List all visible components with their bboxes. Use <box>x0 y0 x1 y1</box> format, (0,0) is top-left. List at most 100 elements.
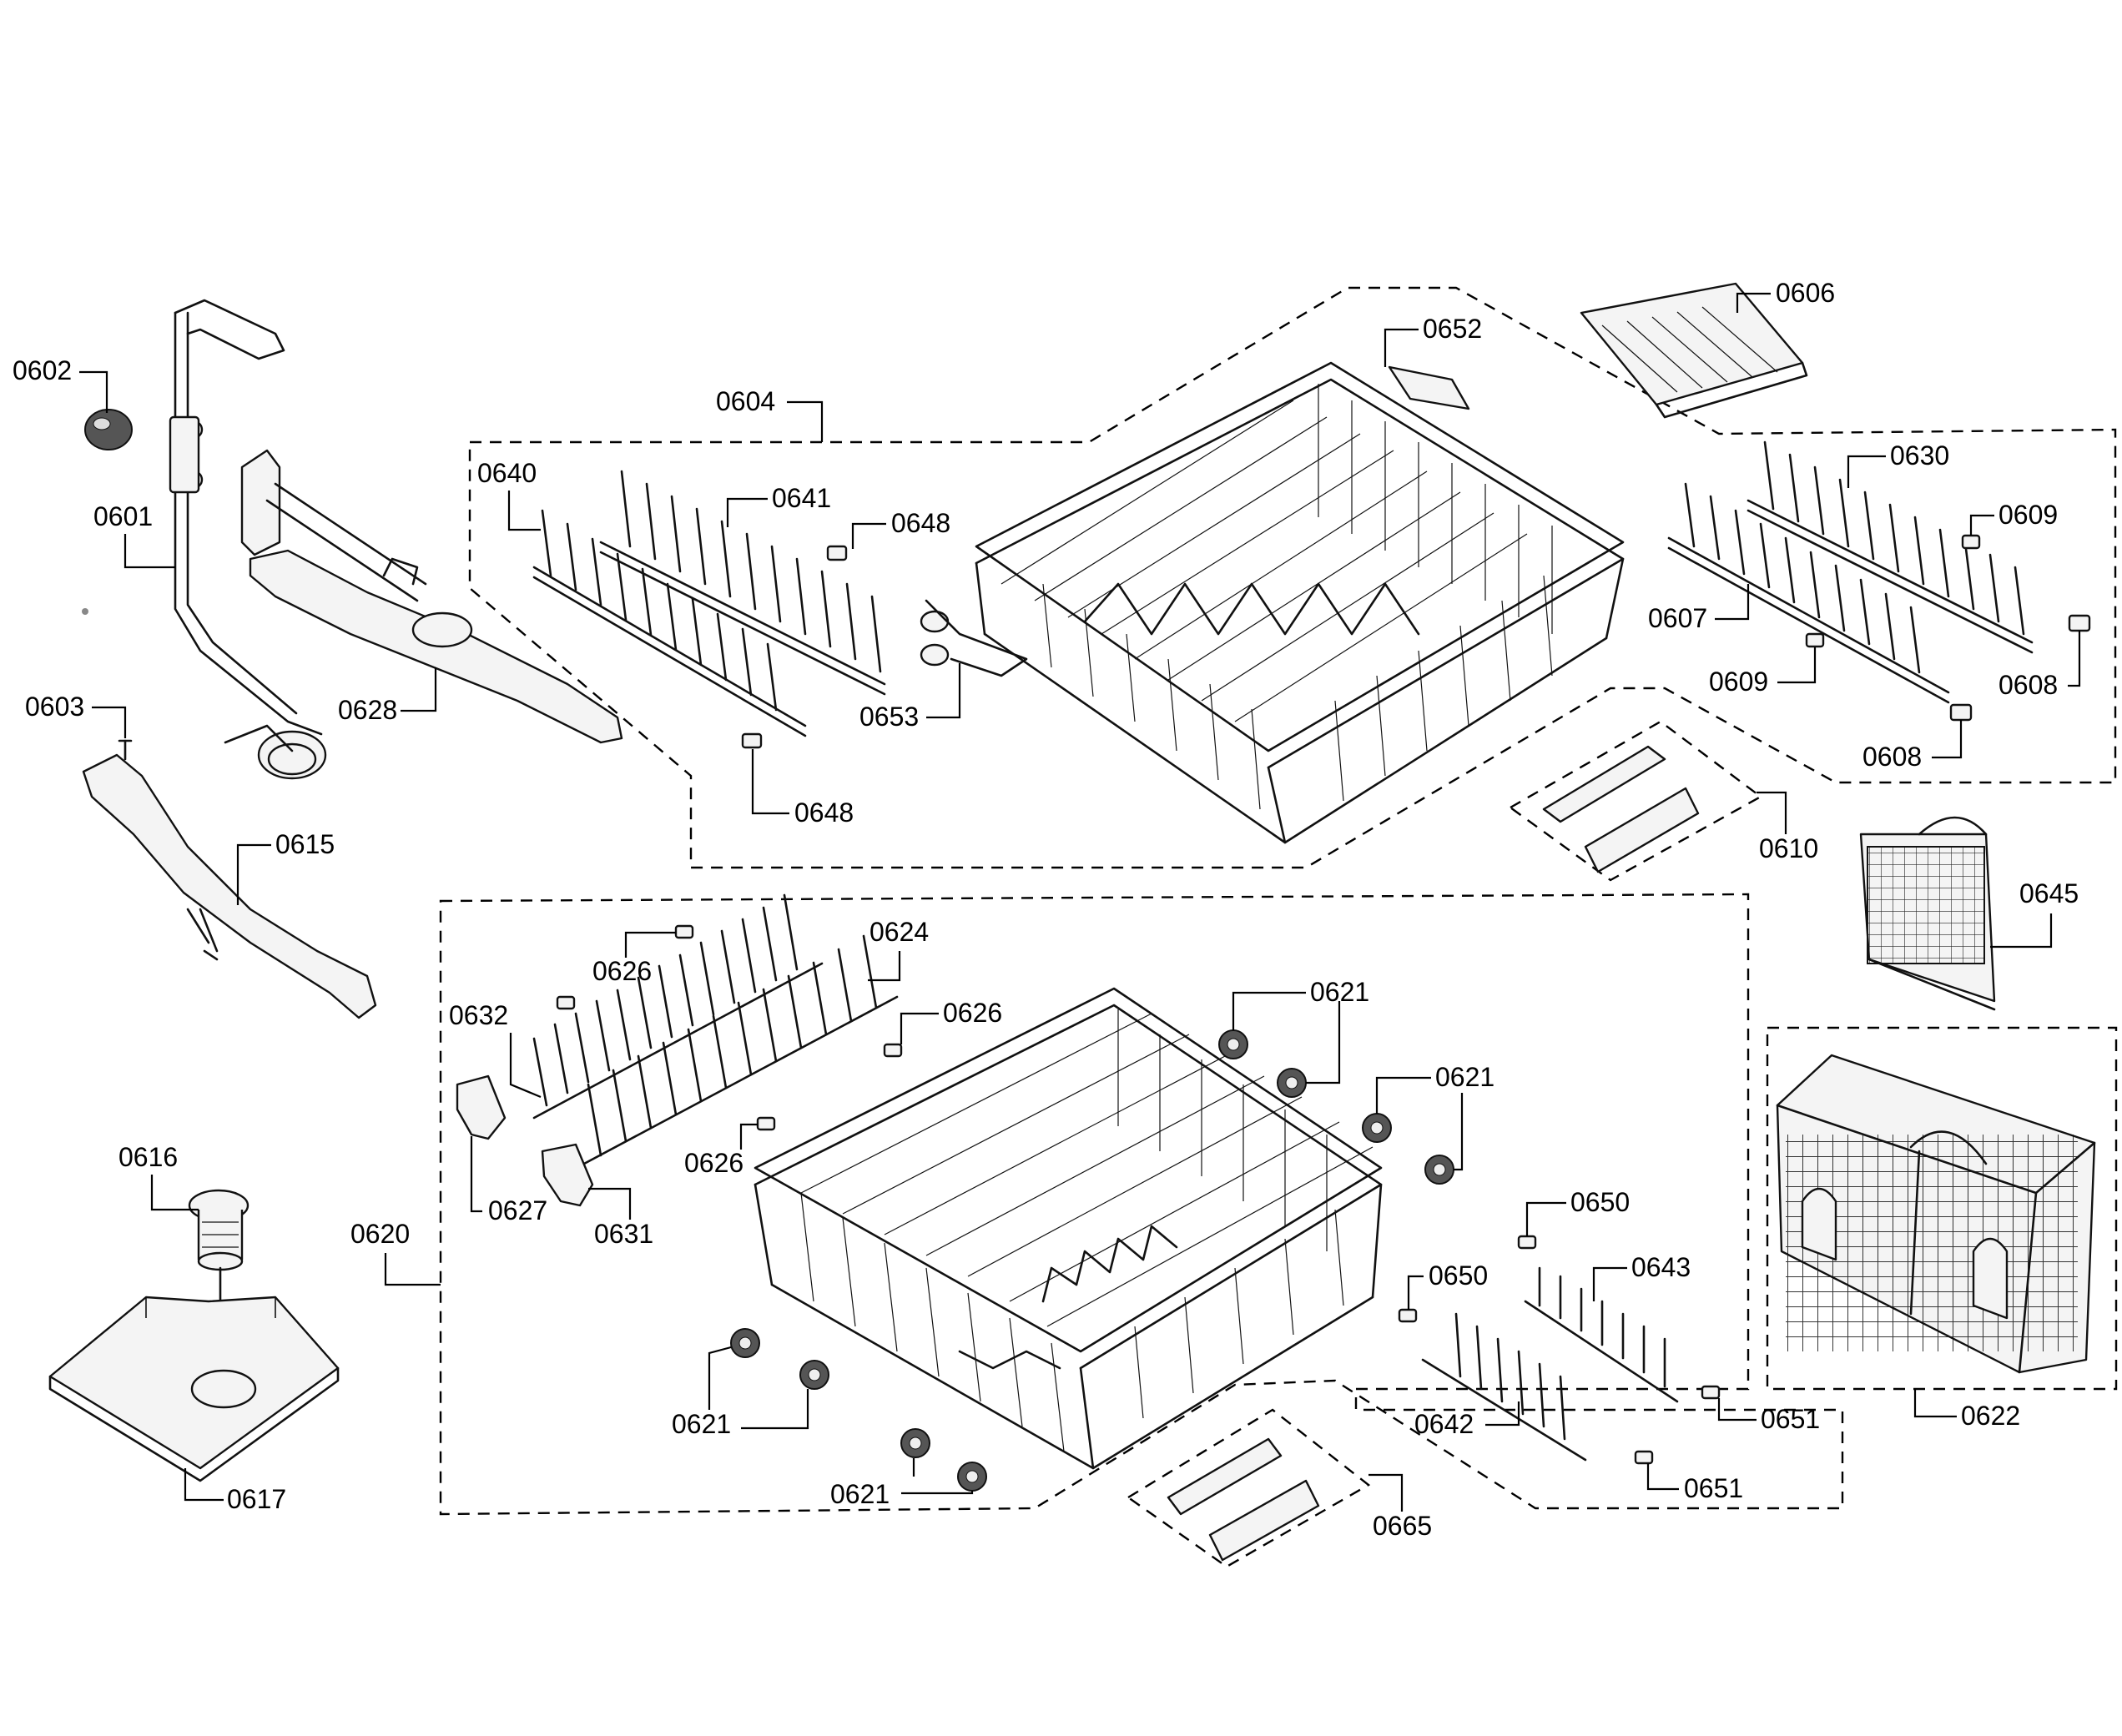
part-0602-cap <box>84 409 133 450</box>
leader-0631 <box>588 1187 632 1220</box>
part-0624-tine-row <box>532 893 899 1165</box>
callout-0632: 0632 <box>449 1000 508 1030</box>
leader-0627 <box>470 1136 482 1213</box>
lower-rack-group-outline <box>439 893 1844 1516</box>
part-0622-cutlery-basket <box>1776 1054 2096 1374</box>
callout-0628: 0628 <box>338 695 397 725</box>
part-0642-tine-row <box>1421 1312 1587 1462</box>
callout-0626-top: 0626 <box>592 956 652 986</box>
callout-0652: 0652 <box>1423 314 1482 344</box>
part-0630-tine-row <box>1746 440 2034 654</box>
part-0606-cup-shelf <box>1580 282 1808 419</box>
leader-0652 <box>1384 328 1419 367</box>
clip-group-outline-0665 <box>1126 1408 1371 1568</box>
leader-0602 <box>79 370 108 413</box>
callout-0631: 0631 <box>594 1219 653 1249</box>
cutlery-basket-group-outline <box>1766 1026 2118 1391</box>
leader-0626-mid <box>900 1012 939 1044</box>
callout-0651-lower: 0651 <box>1684 1473 1743 1503</box>
callout-0621-right: 0621 <box>1435 1062 1494 1092</box>
part-0608-clip <box>1949 614 2091 722</box>
leader-0608-lower <box>1932 720 1963 759</box>
part-0615-lower-spray-arm <box>82 753 377 1019</box>
part-0648-clip <box>741 545 848 749</box>
part-0665-clip-pair <box>1167 1437 1320 1562</box>
leader-0624 <box>868 951 901 982</box>
part-0616-filter <box>188 1189 249 1336</box>
leader-0626-top <box>624 931 676 958</box>
leader-0653 <box>926 663 961 719</box>
group-outlines <box>439 286 2118 1568</box>
part-0601-supply-pipe <box>82 299 327 780</box>
part-0628-upper-spray-arm <box>240 449 623 744</box>
callout-0609-bottom: 0609 <box>1709 667 1768 697</box>
callout-0621-bottom: 0621 <box>830 1479 890 1509</box>
part-0607-tine-row <box>1667 482 1950 704</box>
part-0645-small-basket <box>1859 816 1996 1011</box>
callout-0608-right: 0608 <box>1999 670 2058 700</box>
part-drawings <box>48 282 2096 1562</box>
part-0631-bracket <box>541 1143 594 1207</box>
callout-0616: 0616 <box>118 1142 178 1172</box>
part-0610-clip-pair <box>1542 745 1700 873</box>
callout-0617: 0617 <box>227 1484 286 1514</box>
callout-0653: 0653 <box>859 702 919 732</box>
leader-0615 <box>236 843 271 905</box>
callout-0622: 0622 <box>1961 1401 2020 1431</box>
callout-0665: 0665 <box>1373 1511 1432 1541</box>
callout-0610: 0610 <box>1759 833 1818 863</box>
callout-0641: 0641 <box>772 483 831 513</box>
part-0640-tine-row <box>532 509 807 737</box>
leader-0622 <box>1913 1389 1957 1418</box>
leader-0640 <box>507 491 541 531</box>
part-0627-bracket <box>456 1074 507 1140</box>
leader-0641 <box>726 497 768 527</box>
leader-0609-bottom <box>1777 647 1817 684</box>
leader-0630 <box>1847 455 1886 488</box>
part-0609-clip <box>1805 534 1981 648</box>
callout-0630: 0630 <box>1890 440 1949 470</box>
callout-0620: 0620 <box>350 1219 410 1249</box>
callout-0626-mid: 0626 <box>943 998 1002 1028</box>
leader-0620 <box>384 1253 441 1286</box>
leader-0606 <box>1736 292 1771 313</box>
leader-0621-top <box>1232 991 1341 1084</box>
leader-0621-bottom <box>901 1458 974 1495</box>
leader-0621-right <box>1375 1076 1464 1171</box>
callout-labels: 0602 0601 0603 0615 0628 0616 0617 0604 … <box>13 278 2081 1541</box>
callout-0648-top: 0648 <box>891 508 950 538</box>
leader-0603 <box>92 706 127 738</box>
callout-0604: 0604 <box>716 386 775 416</box>
leader-0665 <box>1368 1473 1404 1512</box>
callout-0601: 0601 <box>93 501 153 531</box>
leader-0643 <box>1592 1266 1627 1301</box>
leader-0645 <box>1990 913 2053 949</box>
leader-0616 <box>150 1175 199 1211</box>
callout-0648-bottom: 0648 <box>794 798 854 828</box>
part-0643-tine-row <box>1524 1266 1679 1403</box>
part-0652-bracket <box>1388 365 1470 410</box>
callout-0642: 0642 <box>1414 1409 1474 1439</box>
callout-0626-lower: 0626 <box>684 1148 743 1178</box>
part-0603-screw <box>118 739 133 761</box>
leader-0609-top <box>1969 514 1994 536</box>
callout-0643: 0643 <box>1631 1252 1691 1282</box>
leader-0651-right <box>1717 1398 1757 1422</box>
leader-0651-lower <box>1646 1463 1679 1491</box>
clip-group-outline-0610 <box>1508 720 1763 882</box>
leader-0621-left <box>708 1346 809 1430</box>
callout-0608-lower: 0608 <box>1862 742 1922 772</box>
leader-0648-top <box>851 522 886 549</box>
part-upper-rack-basket <box>975 361 1625 844</box>
leader-0650-lower <box>1407 1275 1424 1310</box>
callout-0650-lower: 0650 <box>1429 1260 1488 1291</box>
part-lower-rack-basket <box>754 987 1383 1470</box>
callout-0606: 0606 <box>1776 278 1835 308</box>
leader-0626-lower <box>739 1123 758 1150</box>
part-0653-rack-adjuster <box>920 599 1028 677</box>
callout-0609-top: 0609 <box>1999 500 2058 530</box>
callout-0603: 0603 <box>25 692 84 722</box>
part-0621-wheels <box>730 1029 1454 1492</box>
